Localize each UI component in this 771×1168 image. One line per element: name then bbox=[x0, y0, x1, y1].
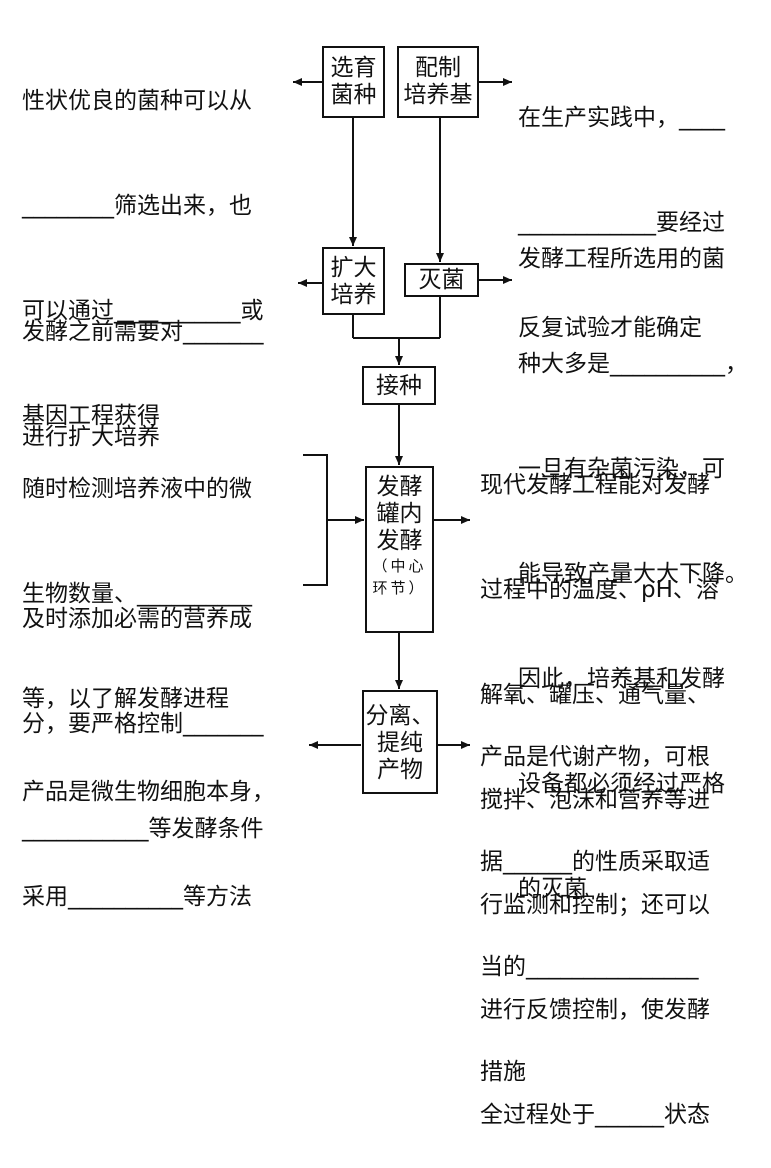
note-sterilize-line2: 种大多是__________， bbox=[518, 351, 748, 377]
box-inoculate: 接种 bbox=[362, 366, 436, 405]
box-select-strain: 选育 菌种 bbox=[322, 46, 385, 118]
note-metabolite-line3: 当的_______________ bbox=[480, 954, 699, 980]
box-separate-line2: 提纯 bbox=[377, 730, 423, 756]
note-metabolite-line4: 措施 bbox=[480, 1059, 526, 1085]
monitor-bracket bbox=[303, 454, 328, 586]
note-control-line4: 搅拌、泡沫和营养等进 bbox=[480, 787, 710, 813]
box-inoculate-line1: 接种 bbox=[376, 373, 422, 399]
note-monitor1-line3: 等，以了解发酵进程 bbox=[22, 686, 229, 712]
note-medium-line1: 在生产实践中，____ bbox=[518, 105, 725, 131]
box-prepare-medium-line1: 配制 bbox=[415, 55, 461, 81]
box-expand-culture: 扩大 培养 bbox=[322, 247, 385, 315]
note-medium-line2: ____________要经过 bbox=[518, 210, 725, 236]
box-separate-line3: 产物 bbox=[377, 757, 423, 783]
box-tank-line2: 罐内 bbox=[376, 501, 423, 527]
note-monitor1-line1: 随时检测培养液中的微 bbox=[22, 476, 252, 502]
box-tank-note-line2: 环节） bbox=[372, 579, 427, 597]
note-expand-line1: 发酵之前需要对_______ bbox=[22, 319, 264, 345]
box-prepare-medium-line2: 培养基 bbox=[403, 82, 473, 108]
note-monitor2-line1: 及时添加必需的营养成 bbox=[22, 606, 252, 632]
note-sterilize: 发酵工程所选用的菌 种大多是__________， 一旦有杂菌污染，可 能导致产… bbox=[518, 172, 748, 942]
box-select-strain-line1: 选育 bbox=[330, 55, 377, 81]
box-sterilize: 灭菌 bbox=[404, 263, 479, 297]
box-prepare-medium: 配制 培养基 bbox=[397, 46, 479, 118]
box-sterilize-line1: 灭菌 bbox=[418, 267, 465, 293]
note-cell-line1: 产品是微生物细胞本身， bbox=[22, 779, 275, 805]
flow-connectors bbox=[293, 78, 512, 749]
box-tank-line3: 发酵 bbox=[376, 528, 423, 554]
note-control-line3: 解氧、罐压、通气量、 bbox=[480, 682, 710, 708]
note-expand-culture: 发酵之前需要对_______ 进行扩大培养 bbox=[22, 245, 264, 490]
note-sterilize-line1: 发酵工程所选用的菌 bbox=[518, 246, 725, 272]
note-control-line1: 现代发酵工程能对发酵 bbox=[480, 472, 710, 498]
note-sterilize-line5: 因此，培养基和发酵 bbox=[518, 666, 725, 692]
box-tank-line1: 发酵 bbox=[376, 474, 423, 500]
box-expand-culture-line2: 培养 bbox=[330, 282, 377, 308]
note-select-line3: 可以通过___________或 bbox=[22, 298, 264, 324]
note-metabolite-line2: 据______的性质采取适 bbox=[480, 849, 710, 875]
note-select-line1: 性状优良的菌种可以从 bbox=[22, 88, 252, 114]
note-expand-line2: 进行扩大培养 bbox=[22, 424, 160, 450]
note-cell-product: 产品是微生物细胞本身， 采用__________等方法 bbox=[22, 705, 275, 950]
note-select-line4: 基因工程获得 bbox=[22, 403, 160, 429]
note-medium-line3: 反复试验才能确定 bbox=[518, 315, 702, 341]
note-sterilize-line6: 设备都必须经过严格 bbox=[518, 771, 725, 797]
note-monitor-count: 随时检测培养液中的微 生物数量、__________ 等，以了解发酵进程 bbox=[22, 402, 252, 752]
box-separate-line1: 分离、 bbox=[365, 703, 435, 729]
box-separate-purify: 分离、 提纯 产物 bbox=[362, 690, 438, 794]
box-fermentation-tank: 发酵 罐内 发酵 （中心 环节） bbox=[365, 466, 434, 633]
note-select-strain: 性状优良的菌种可以从 ________筛选出来，也 可以通过__________… bbox=[22, 14, 264, 469]
box-select-strain-line2: 菌种 bbox=[330, 82, 377, 108]
note-sterilize-line3: 一旦有杂菌污染，可 bbox=[518, 456, 725, 482]
note-monitor2-line2: 分，要严格控制_______ bbox=[22, 711, 264, 737]
note-monitor1-line2: 生物数量、__________ bbox=[22, 581, 252, 607]
note-control-line2: 过程中的温度、pH、溶 bbox=[480, 577, 719, 603]
note-metabolite-line1: 产品是代谢产物，可根 bbox=[480, 744, 710, 770]
note-metabolite-product: 产品是代谢产物，可根 据______的性质采取适 当的_____________… bbox=[480, 670, 710, 1125]
note-select-line2: ________筛选出来，也 bbox=[22, 193, 252, 219]
box-tank-note-line1: （中心 bbox=[372, 557, 427, 575]
note-prepare-medium: 在生产实践中，____ ____________要经过 反复试验才能确定 bbox=[518, 31, 725, 381]
box-expand-culture-line1: 扩大 bbox=[330, 255, 377, 281]
note-sterilize-line4: 能导致产量大大下降。 bbox=[518, 561, 748, 587]
note-cell-line2: 采用__________等方法 bbox=[22, 884, 252, 910]
